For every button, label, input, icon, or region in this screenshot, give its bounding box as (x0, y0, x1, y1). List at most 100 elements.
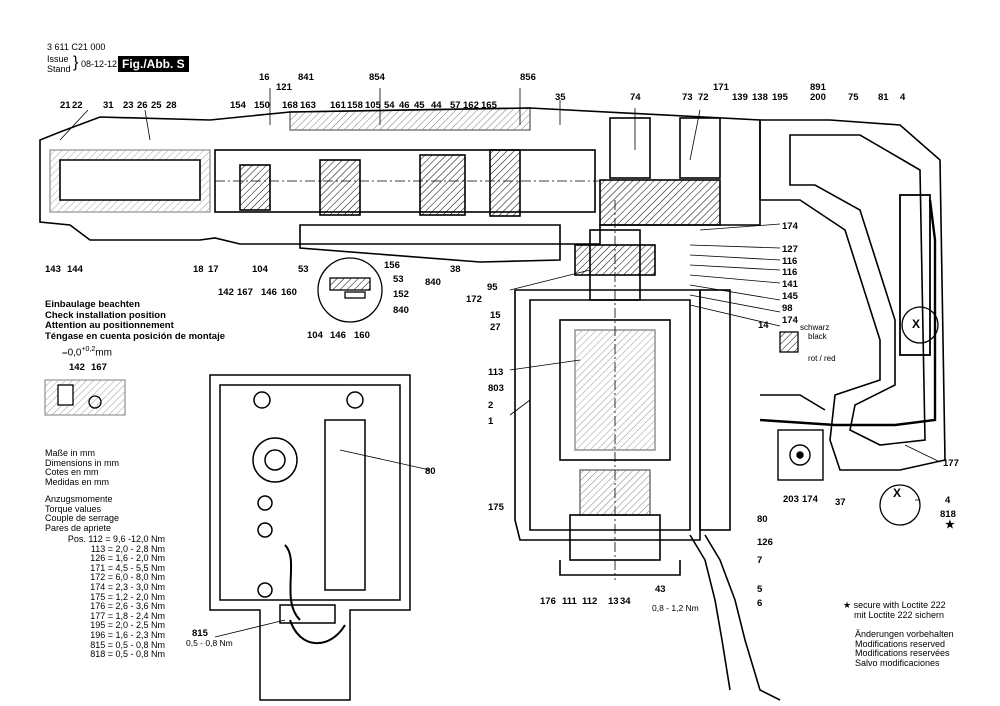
label-803: 803 (488, 383, 504, 394)
part-number-labels: 16 841 854 856 21 22 31 23 26 25 28 154 … (45, 72, 959, 639)
label-150: 150 (254, 100, 270, 111)
label-116b: 116 (782, 267, 797, 278)
label-175: 175 (488, 502, 505, 513)
label-126: 126 (757, 537, 773, 548)
label-171: 171 (713, 82, 730, 93)
label-7: 7 (757, 555, 762, 566)
label-26: 26 (137, 100, 148, 111)
label-inset-160: 160 (354, 330, 370, 341)
leader-lines (59, 88, 941, 638)
part-number: 3 611 C21 000 (47, 42, 106, 52)
label-x2: X (893, 486, 901, 500)
label-146: 146 (261, 287, 277, 298)
label-75: 75 (848, 92, 859, 103)
label-95: 95 (487, 282, 498, 293)
label-72: 72 (698, 92, 709, 103)
handle (759, 119, 946, 471)
label-80b: 80 (757, 514, 768, 525)
label-inset-146: 146 (330, 330, 346, 341)
label-176: 176 (540, 596, 556, 607)
label-23: 23 (123, 100, 134, 111)
label-13: 13 (608, 596, 619, 607)
label-162: 162 (463, 100, 479, 111)
inset-seal (44, 379, 126, 416)
inset-detail (317, 257, 383, 323)
label-18: 18 (193, 264, 204, 275)
label-34: 34 (620, 596, 631, 607)
label-22: 22 (72, 100, 83, 111)
torque-43: 0,8 - 1,2 Nm (652, 603, 699, 613)
switch-detail (779, 331, 799, 353)
label-127: 127 (782, 244, 798, 255)
label-54: 54 (384, 100, 395, 111)
label-27: 27 (490, 322, 501, 333)
terminal-818 (879, 306, 939, 526)
label-854: 854 (369, 72, 386, 83)
label-143: 143 (45, 264, 61, 275)
issue-brace: } (73, 54, 79, 71)
label-21: 21 (60, 100, 71, 111)
label-200: 200 (810, 92, 826, 103)
stand-label: Stand (47, 64, 71, 74)
label-174b: 174 (782, 315, 799, 326)
label-815: 815 (192, 628, 209, 639)
label-38: 38 (450, 264, 461, 275)
label-111: 111 (562, 596, 578, 607)
label-15: 15 (490, 310, 501, 321)
torque-note: Anzugsmomente Torque values Couple de se… (45, 494, 120, 533)
label-45: 45 (414, 100, 425, 111)
label-121: 121 (276, 82, 293, 93)
power-cable (689, 534, 781, 701)
label-174c: 174 (802, 494, 819, 505)
label-14: 14 (758, 320, 769, 331)
motor-housing (514, 200, 731, 580)
wire-color-red: rot / red (808, 354, 836, 363)
label-28: 28 (166, 100, 177, 111)
label-158: 158 (347, 100, 363, 111)
label-x1: X (912, 317, 920, 331)
label-195: 195 (772, 92, 789, 103)
label-172: 172 (466, 294, 482, 305)
label-160: 160 (281, 287, 297, 298)
tolerance-value: –0,0+0,2mm (62, 346, 112, 359)
torque-815: 0,5 - 0,8 Nm (186, 638, 233, 648)
label-25: 25 (151, 100, 162, 111)
label-inset-152: 152 (393, 289, 409, 300)
label-53: 53 (298, 264, 309, 275)
label-113: 113 (488, 367, 503, 378)
label-inset-167: 167 (91, 362, 107, 373)
label-154: 154 (230, 100, 247, 111)
label-177: 177 (943, 458, 959, 469)
label-4b: 4 (945, 495, 951, 506)
label-inset-104: 104 (307, 330, 324, 341)
label-841: 841 (298, 72, 315, 83)
label-44: 44 (431, 100, 442, 111)
label-5: 5 (757, 584, 763, 595)
issue-date: 08-12-12 (81, 59, 118, 69)
label-167: 167 (237, 287, 253, 298)
label-46: 46 (399, 100, 410, 111)
label-43: 43 (655, 584, 666, 595)
modifications-note: Änderungen vorbehalten Modifications res… (855, 629, 954, 668)
gear-housing-view (209, 374, 411, 701)
label-35: 35 (555, 92, 566, 103)
label-6: 6 (757, 598, 762, 609)
label-17: 17 (208, 264, 219, 275)
label-163: 163 (300, 100, 316, 111)
label-138: 138 (752, 92, 768, 103)
label-98: 98 (782, 303, 793, 314)
installation-note: Einbaulage beachten Check installation p… (45, 299, 226, 342)
label-840: 840 (425, 277, 441, 288)
label-57: 57 (450, 100, 461, 111)
label-165: 165 (481, 100, 498, 111)
label-37: 37 (835, 497, 846, 508)
label-star: ★ (945, 519, 955, 531)
label-4: 4 (900, 92, 906, 103)
wire-color-black: schwarz black (800, 323, 830, 341)
label-31: 31 (103, 100, 114, 111)
label-145: 145 (782, 291, 799, 302)
label-104: 104 (252, 264, 269, 275)
label-inset-840: 840 (393, 305, 409, 316)
loctite-note: ★ secure with Loctite 222 mit Loctite 22… (843, 600, 946, 620)
